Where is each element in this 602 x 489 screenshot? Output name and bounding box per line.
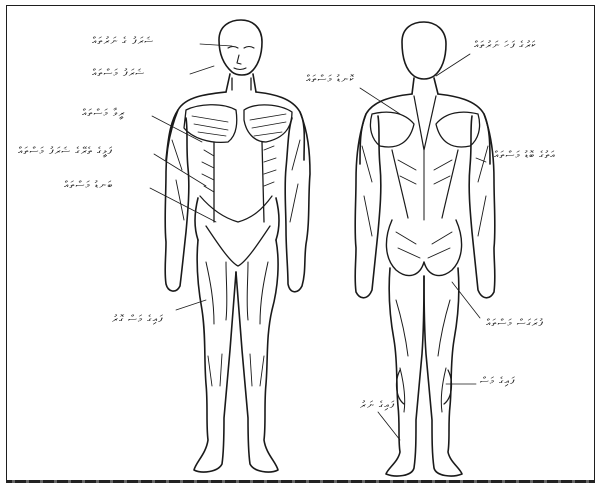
back-right-arm <box>469 114 495 298</box>
back-head <box>402 22 446 79</box>
label-heel-tendon: ފައިގެ ނަރު <box>360 400 395 411</box>
label-thigh-muscles: ފައިގެ މަސް ގޮރު <box>112 314 164 325</box>
label-arm-muscles: އަތުގެ ބޮޑު މަސްތައް <box>494 150 556 161</box>
label-calf-muscles: ފައިގެ މަސް <box>480 376 516 387</box>
front-figure <box>165 20 310 472</box>
label-abdominal-muscles: ބަނޑު މަސްތައް <box>64 180 113 191</box>
back-left-leg <box>386 268 424 476</box>
label-chest-muscles: ރީވާ މަސްތައް <box>82 108 125 119</box>
label-gluteal-muscles: ފުރަގަސް މަސްތައް <box>486 318 544 329</box>
front-left-leg <box>194 240 236 472</box>
label-upper-back-muscles: ކޮނޑު މަސްތައް <box>306 74 355 85</box>
label-face-muscles: ޝަރަފު މަސްތައް <box>92 68 145 79</box>
back-left-arm <box>355 114 381 298</box>
front-right-arm <box>285 112 310 292</box>
label-head-muscles: ޝަރަފު ގެ ނަރުތައް <box>92 36 154 47</box>
label-intercostal-muscles: ފަޅީގެ ތެރޭގެ ޝަރަފު މަސްތައް <box>18 146 113 157</box>
label-neck-back-muscles: ކަރުގެ ފަހަ ނަރުތައް <box>474 40 536 51</box>
front-head <box>219 20 262 75</box>
back-right-leg <box>424 268 462 476</box>
front-right-leg <box>236 240 278 472</box>
